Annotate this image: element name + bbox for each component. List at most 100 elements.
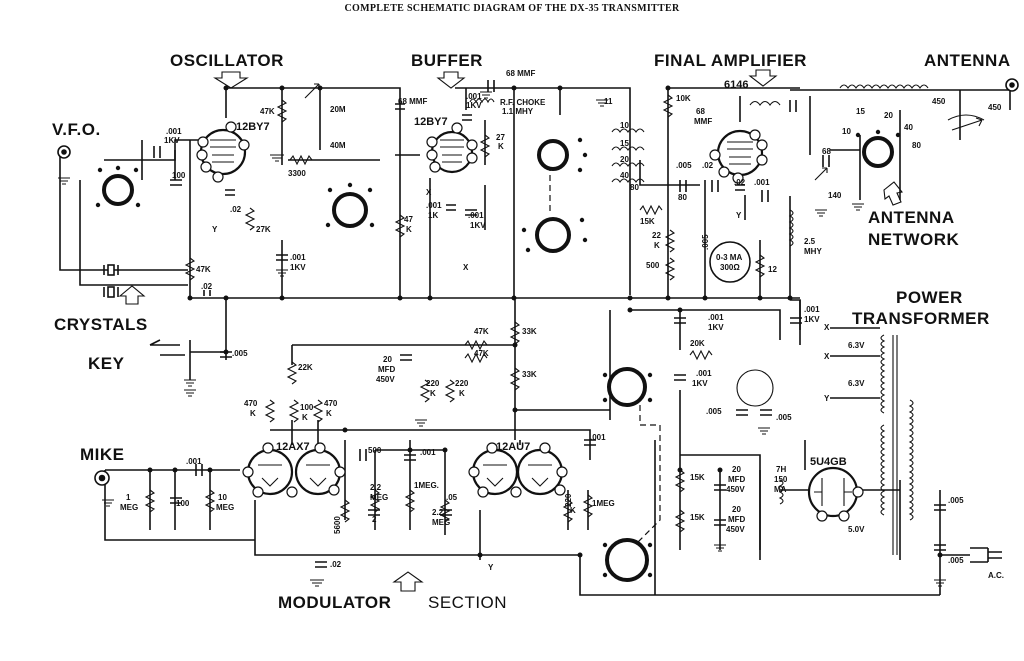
label-modulator: MODULATOR [278,593,391,612]
lbl-c005-key: .005 [232,349,248,358]
switch-links [549,165,661,546]
band-switches [102,136,894,582]
lbl-c001-g2: 1KV [804,315,820,324]
lbl-rfc-1: R.F. CHOKE [500,98,546,107]
lbl-c11: 11 [604,97,613,106]
lbl-r3300: 3300 [288,169,306,178]
lbl-c001-h2: 1KV [708,323,724,332]
lbl-c05: .05 [446,493,458,502]
lbl-c20mfd-c1: 20 [732,505,741,514]
lbl-c20mfd-3: 450V [376,375,395,384]
label-vfo: V.F.O. [52,120,101,139]
variable-capacitors [304,83,985,181]
label-power-transformer-2: TRANSFORMER [852,309,990,328]
capacitors [153,80,946,568]
lbl-meter-1: 0-3 MA [716,253,742,262]
label-mike: MIKE [80,445,125,464]
lbl-r22meg-1: 2.2 [370,483,382,492]
lbl-c005-d: .005 [776,413,792,422]
lbl-choke-7h-1: 7H [776,465,786,474]
lbl-x2: X [824,352,830,361]
lbl-c02-b: .02 [201,282,213,291]
lbl-r1meg-c: 1MEG [592,499,615,508]
lbl-v63-a: 6.3V [848,341,865,350]
label-antenna: ANTENNA [924,51,1011,70]
label-antenna-network-1: ANTENNA [868,208,955,227]
lbl-x3: X [426,188,432,197]
lbl-r10meg-2: MEG [216,503,234,512]
lbl-r10meg-1: 10 [218,493,227,502]
lbl-c005-c: .005 [706,407,722,416]
lbl-ant-10: 10 [842,127,851,136]
lbl-r47k-a: 47K [260,107,275,116]
resistors [144,94,766,533]
lbl-c005-ac2: .005 [948,556,964,565]
lbl-ant-40: 40 [904,123,913,132]
lbl-r47k-c: 47K [196,265,211,274]
lbl-c001-e2: 1KV [470,221,486,230]
lbl-r22k-2: K [654,241,660,250]
lbl-c02-e: .02 [330,560,342,569]
meter [709,241,751,283]
lbl-r33k-b: 33K [522,370,537,379]
lbl-r47k-e: 47K [474,349,489,358]
lbl-c20mfd-b2: MFD [728,475,746,484]
lbl-meter-2: 300Ω [720,263,740,272]
tube-5u4gb [807,466,859,518]
lbl-c001-c1: .001 [466,92,482,101]
component-labels: .001 1KV 100 47K 20M 40M 3300 .02 27K .0… [120,69,1004,580]
lbl-c68mmf-b: 68 MMF [506,69,535,78]
lbl-r1meg-2: MEG [120,503,138,512]
lbl-c20mfd-1: 20 [383,355,392,364]
lbl-c68mmf-c1: 68 [696,107,705,116]
lbl-c68mmf-a: 68 MMF [398,97,427,106]
lbl-r10k: 10K [676,94,691,103]
coils [469,84,929,555]
switch-contacts [95,129,901,578]
tube-12ax7 [246,448,342,496]
lbl-c001-f: .001 [754,178,770,187]
lbl-c68mmf-c2: MMF [694,117,712,126]
tube-labels: 12BY7 12BY7 6146 12AX7 12AU7 5U4GB [236,79,847,468]
lbl-coil20: 20 [620,155,629,164]
lbl-r15k-a: 15K [640,217,655,226]
lbl-r470k-a1: 470 [244,399,258,408]
lbl-r220k-b1: 220 [455,379,469,388]
lbl-r220k-c2: K [570,506,576,515]
lbl-coil40: 40 [620,171,629,180]
lbl-c001-k: .001 [590,433,606,442]
lbl-y4: Y [488,563,494,572]
label-buffer: BUFFER [411,51,483,70]
lbl-c001-i2: 1KV [692,379,708,388]
lbl-r5600: 5600 [333,516,342,534]
lbl-r47-b: 47 [404,215,413,224]
lbl-r220k-a1: 220 [426,379,440,388]
lbl-v63-b: 6.3V [848,379,865,388]
lbl-r20k: 20K [690,339,705,348]
lbl-c001-mike: .001 [186,457,202,466]
lbl-r500: 500 [646,261,660,270]
lbl-y3: Y [736,211,742,220]
lbl-x1: X [824,323,830,332]
lbl-r1meg-b: 1MEG. [414,481,439,490]
lbl-y2: Y [212,225,218,234]
lbl-r1meg-1: 1 [126,493,131,502]
lbl-r100k-2: K [302,413,308,422]
lbl-c001-c2: 1KV [466,101,482,110]
junctions [147,85,943,558]
lbl-x4: X [463,263,469,272]
lbl-r33k-a: 33K [522,327,537,336]
lbl-c001-i1: .001 [696,369,712,378]
label-section: SECTION [428,593,507,612]
lbl-choke-25-1: 2.5 [804,237,816,246]
lbl-c100-a: 100 [172,171,186,180]
lbl-r22meg-b1: 2.2 [432,508,444,517]
lbl-c20mfd-c3: 450V [726,525,745,534]
label-antenna-network-2: NETWORK [868,230,960,249]
lbl-c140: 140 [828,191,842,200]
lbl-r22meg-2: MEG [370,493,388,502]
lbl-r220k-a2: K [430,389,436,398]
lbl-coil15: 15 [620,139,629,148]
lbl-choke-7h-3: MA [774,485,787,494]
